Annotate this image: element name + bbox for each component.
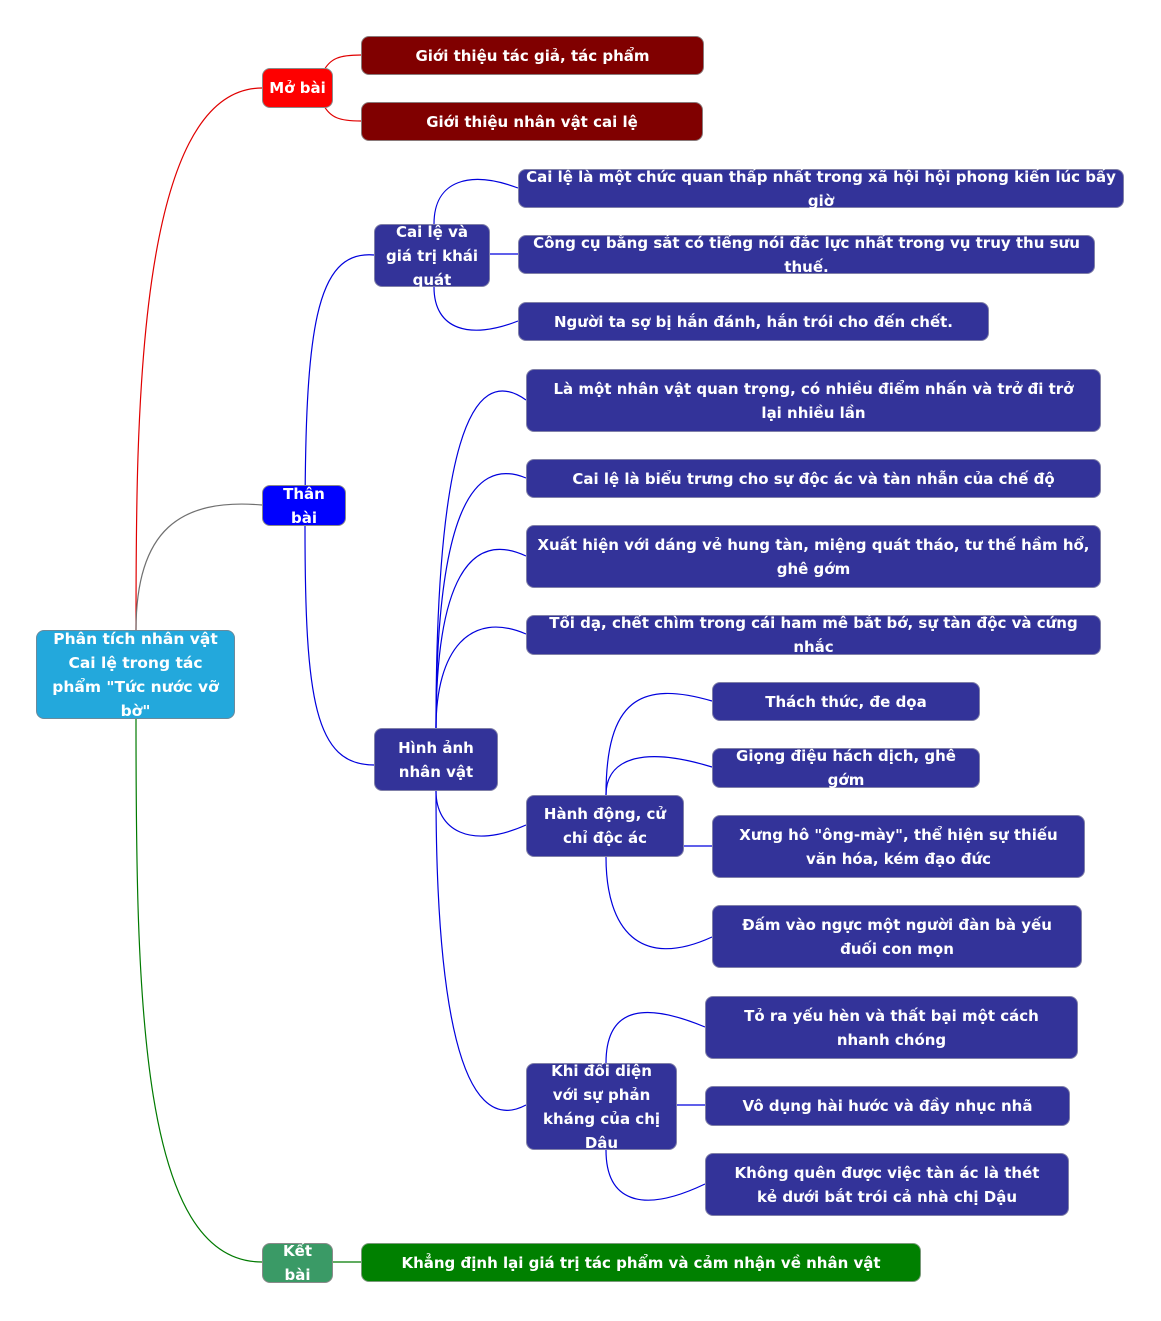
hanh-dong-topic[interactable]: Hành động, cử chỉ độc ác — [526, 795, 684, 857]
khi-doi-dien-item-2[interactable]: Vô dụng hài hước và đầy nhục nhã — [705, 1086, 1070, 1126]
link-root-ketbai — [135, 717, 263, 1263]
link-root-thanbai — [135, 503, 263, 631]
link-hinhanh-khidoidien — [435, 790, 527, 1111]
link-hanhdong-2 — [605, 756, 713, 796]
ket-bai-topic[interactable]: Kết bài — [262, 1242, 333, 1284]
hinh-anh-item-2[interactable]: Cai lệ là biểu trưng cho sự độc ác và tà… — [526, 459, 1101, 498]
cai-le-item-1[interactable]: Cai lệ là một chức quan thấp nhất trong … — [518, 168, 1124, 210]
link-hanhdong-4 — [605, 856, 713, 950]
root-topic[interactable]: Phân tích nhân vật Cai lệ trong tác phẩm… — [36, 630, 235, 720]
khi-doi-dien-topic[interactable]: Khi đối diện với sự phản kháng của chị D… — [526, 1062, 677, 1152]
cai-le-item-3[interactable]: Người ta sợ bị hắn đánh, hắn trói cho đế… — [518, 302, 989, 341]
link-hinhanh-3 — [435, 548, 527, 729]
mo-bai-item-1[interactable]: Giới thiệu tác giả, tác phẩm — [361, 36, 704, 75]
link-khidoidien-3 — [605, 1149, 706, 1201]
link-hinhanh-4 — [435, 626, 527, 729]
link-hinhanh-2 — [435, 473, 527, 729]
than-bai-topic[interactable]: Thân bài — [262, 485, 346, 527]
link-hanhdong-1 — [605, 692, 713, 796]
link-caile-3 — [433, 286, 519, 331]
cai-le-item-2[interactable]: Công cụ bằng sắt có tiếng nói đắc lực nh… — [518, 234, 1095, 276]
link-root-mobai — [135, 87, 263, 631]
link-khidoidien-1 — [605, 1012, 706, 1064]
khi-doi-dien-item-1[interactable]: Tỏ ra yếu hèn và thất bại một cách nhanh… — [705, 996, 1078, 1059]
hinh-anh-item-4[interactable]: Tối dạ, chết chìm trong cái ham mê bắt b… — [526, 614, 1101, 656]
link-caile-1 — [433, 178, 519, 225]
hanh-dong-item-4[interactable]: Đấm vào ngực một người đàn bà yếu đuối c… — [712, 905, 1082, 968]
hinh-anh-item-1[interactable]: Là một nhân vật quan trọng, có nhiều điể… — [526, 369, 1101, 432]
ket-bai-item-1[interactable]: Khẳng định lại giá trị tác phẩm và cảm n… — [361, 1243, 921, 1282]
hinh-anh-item-3[interactable]: Xuất hiện với dáng vẻ hung tàn, miệng qu… — [526, 525, 1101, 588]
link-thanbai-hinhanh — [304, 526, 375, 766]
link-thanbai-caile — [304, 254, 375, 528]
hanh-dong-item-1[interactable]: Thách thức, đe dọa — [712, 682, 980, 721]
hinh-anh-topic[interactable]: Hình ảnh nhân vật — [374, 728, 498, 791]
khi-doi-dien-item-3[interactable]: Không quên được việc tàn ác là thét kẻ d… — [705, 1153, 1069, 1216]
link-hinhanh-hanhdong — [435, 790, 527, 837]
cai-le-topic[interactable]: Cai lệ và giá trị khái quát — [374, 223, 490, 289]
link-hinhanh-1 — [435, 390, 527, 729]
mo-bai-item-2[interactable]: Giới thiệu nhân vật cai lệ — [361, 102, 703, 141]
hanh-dong-item-3[interactable]: Xưng hô "ông-mày", thể hiện sự thiếu văn… — [712, 815, 1085, 878]
mo-bai-topic[interactable]: Mở bài — [262, 68, 333, 108]
hanh-dong-item-2[interactable]: Giọng điệu hách dịch, ghê gớm — [712, 747, 980, 789]
